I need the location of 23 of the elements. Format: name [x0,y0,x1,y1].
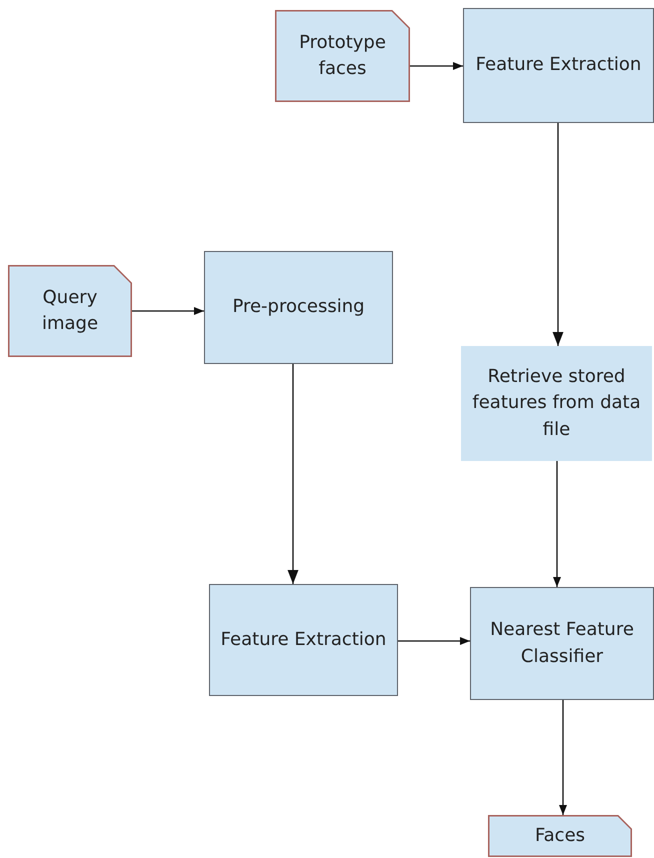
data-box [461,346,652,461]
process-box [204,251,393,364]
box-label: Prototype faces [298,30,387,81]
document-shape [488,815,632,857]
arrow [410,62,463,70]
box-label: Feature Extraction [220,628,388,652]
process-box [463,8,654,123]
document-shape [275,10,410,102]
arrow [288,364,298,584]
arrow [132,307,204,315]
process-box [209,584,398,696]
arrow [552,123,564,346]
box-label: Retrieve stored features from data file [471,365,642,442]
process-box [470,587,654,700]
box-label: Query image [40,286,100,336]
arrow [553,461,561,587]
box-label: Nearest Feature Classifier [489,618,635,668]
arrow [559,700,567,815]
box-label: Faces [534,824,586,848]
box-label: Pre-processing [231,295,366,320]
box-label: Feature Extraction [474,53,642,78]
document-shape [8,265,132,357]
arrow [398,637,470,645]
